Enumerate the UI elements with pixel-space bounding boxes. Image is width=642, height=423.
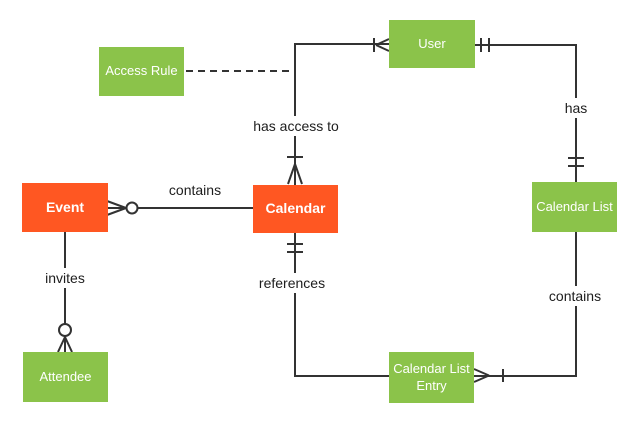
relationship-label-has: has (559, 98, 593, 118)
exactly-one-ticks-user-right-icon (480, 38, 490, 52)
entity-calendar-list[interactable]: Calendar List (532, 182, 617, 232)
entity-user-label: User (418, 35, 446, 51)
connector-has (475, 44, 577, 182)
crowfoot-many-entry-right-icon (473, 368, 490, 383)
exactly-one-ticks-calendar-bottom-icon (287, 243, 303, 253)
connector-has-access-to (294, 43, 389, 185)
entity-attendee[interactable]: Attendee (23, 352, 108, 402)
entity-calendar-list-label: Calendar List (536, 198, 613, 214)
relationship-label-contains-entry: contains (543, 286, 607, 306)
zero-cardinality-circle-icon (125, 201, 139, 215)
connector-contains-entry (474, 232, 577, 377)
entity-event[interactable]: Event (22, 183, 108, 232)
entity-calendar[interactable]: Calendar (253, 185, 338, 233)
relationship-label-contains-calendar: contains (163, 180, 227, 200)
exactly-one-ticks-calendar-list-top-icon (568, 157, 584, 167)
crowfoot-many-attendee-top-icon (57, 336, 73, 353)
connector-references (294, 233, 389, 377)
entity-calendar-list-entry[interactable]: Calendar List Entry (389, 352, 474, 403)
crowfoot-many-event-icon (106, 200, 127, 216)
crowfoot-many-user-left-icon (375, 38, 390, 52)
entity-calendar-label: Calendar (265, 200, 326, 217)
relationship-label-invites: invites (40, 268, 90, 288)
crowfoot-many-calendar-top-icon (287, 163, 303, 185)
entity-event-label: Event (45, 198, 85, 215)
entity-access-rule-label: Access Rule (105, 63, 178, 79)
entity-user[interactable]: User (389, 20, 475, 68)
relationship-label-references: references (253, 273, 331, 293)
entity-calendar-list-entry-label: Calendar List Entry (393, 361, 470, 393)
entity-attendee-label: Attendee (39, 368, 92, 384)
zero-cardinality-circle-attendee-icon (58, 323, 72, 337)
entity-access-rule[interactable]: Access Rule (99, 47, 184, 96)
relationship-label-has-access-to: has access to (248, 116, 344, 136)
